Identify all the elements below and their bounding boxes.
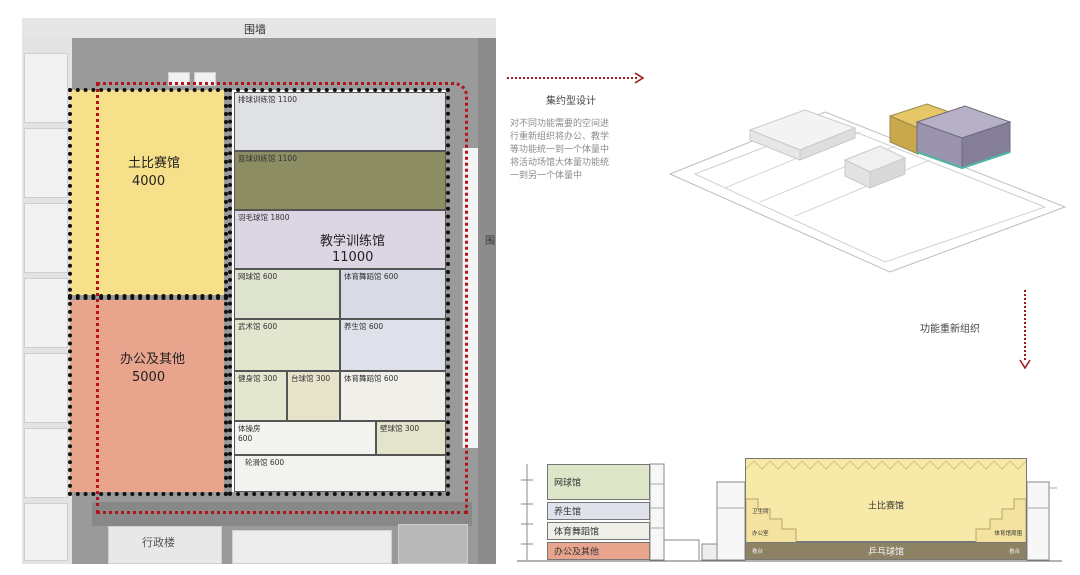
room-label: 轮滑馆 600 [245,458,285,467]
room-label: 羽毛球馆 1800 [238,213,290,222]
room: 体育舞蹈馆 600 [340,269,446,319]
small-label: 卫生间 [752,509,769,515]
admin-building-label: 行政楼 [142,536,175,549]
concept-line: 一到另一个体量中 [510,171,583,181]
room-label: 健身馆 300 [238,374,278,383]
room: 轮滑馆 600 [234,455,446,492]
reorganize-label: 功能重新组织 [920,324,980,335]
room: 台球馆 300 [287,371,340,421]
bottom-hall-label: 乒乓球馆 [867,547,905,558]
block-outline [228,88,450,496]
tree-row [92,502,472,526]
room: 壁球馆 300 [376,421,446,455]
room-label: 排球训练馆 1100 [238,95,297,104]
room-label: 体操房 [238,424,261,433]
section-room: 体育舞蹈馆 [547,522,650,540]
room-label: 壁球馆 300 [380,424,420,433]
bottom-building [398,524,468,564]
room: 武术馆 600 [234,319,340,371]
section-room: 养生馆 [547,502,650,520]
roof-truss [746,460,1026,470]
zone-label: 土比赛馆 [128,156,181,171]
section-room: 办公及其他 [547,542,650,560]
stands [746,498,1026,543]
main-hall-label: 土比赛馆 [867,501,905,512]
block-outline [68,294,228,496]
zone-label: 办公及其他 [120,352,186,367]
room: 排球训练馆 1100 [234,92,446,151]
site-plan: 围墙 围 行政楼 土比赛馆 4000 办公及其他 5000 排球训练馆 1100… [22,18,496,564]
room: 养生馆 600 [340,319,446,371]
concept-line: 将活动场馆大体量功能统 [510,158,610,168]
zone-competition-hall [70,90,224,295]
section-room: 网球馆 [547,464,650,500]
small-label: 体育馆周围 [994,531,1022,537]
room-label: 600 [238,434,253,443]
building-section: 网球馆 养生馆 体育舞蹈馆 办公及其他 土比赛馆 卫生间 办公室 体育馆周围 乒… [517,458,1062,568]
small-label: 看台 [752,549,764,555]
room: 羽毛球馆 1800 [234,210,446,269]
room-label: 武术馆 600 [238,322,278,331]
zone-area: 11000 [332,250,374,265]
concept-line: 行重新组织将办公、教学 [510,132,610,142]
concept-text: 对不同功能需要的空间进 行重新组织将办公、教学 等功能统一到一个体量中 将活动场… [510,118,609,183]
left-building [24,203,68,273]
left-building [24,53,68,123]
block-outline [68,88,228,300]
small-label: 看台 [1008,549,1020,555]
room: 健身馆 300 [234,371,287,421]
section-main-hall: 土比赛馆 卫生间 办公室 体育馆周围 [745,458,1027,543]
section-room-label: 网球馆 [554,478,582,489]
section-room-label: 养生馆 [554,507,582,518]
room-label: 网球馆 600 [238,272,278,281]
small-label: 办公室 [752,531,769,537]
top-road [22,18,496,38]
left-building [24,128,68,198]
left-building [24,353,68,423]
concept-line: 对不同功能需要的空间进 [510,119,610,129]
room: 网球馆 600 [234,269,340,319]
left-building [24,428,68,498]
room-label: 养生馆 600 [344,322,384,331]
admin-building [108,526,222,564]
zone-office [70,300,224,492]
room-label: 台球馆 300 [291,374,331,383]
right-road [478,38,496,564]
room: 体操房 600 [234,421,376,455]
right-edge-label: 围 [485,236,495,247]
arrow-right-icon [507,72,645,84]
concept-title: 集约型设计 [546,96,596,107]
zone-area: 5000 [132,370,166,385]
bottom-building [232,530,392,564]
room-label: 体育舞蹈馆 600 [344,272,399,281]
section-room-label: 办公及其他 [554,547,600,558]
room-label: 篮球训练馆 1100 [238,154,297,163]
left-building [24,503,68,561]
room: 篮球训练馆 1100 [234,151,446,210]
zone-label: 教学训练馆 [320,234,386,249]
concept-line: 等功能统一到一个体量中 [510,145,610,155]
axonometric-view [668,103,1067,273]
section-lines [517,463,1062,562]
arrow-down-icon [1019,290,1031,370]
room-label: 体育舞蹈馆 600 [344,374,399,383]
section-room-label: 体育舞蹈馆 [554,527,600,538]
zone-area: 4000 [132,174,166,189]
room: 体育舞蹈馆 600 [340,371,446,421]
left-building [24,278,68,348]
top-wall-label: 围墙 [244,23,266,36]
section-bottom-hall: 乒乓球馆 看台 看台 [745,542,1027,560]
